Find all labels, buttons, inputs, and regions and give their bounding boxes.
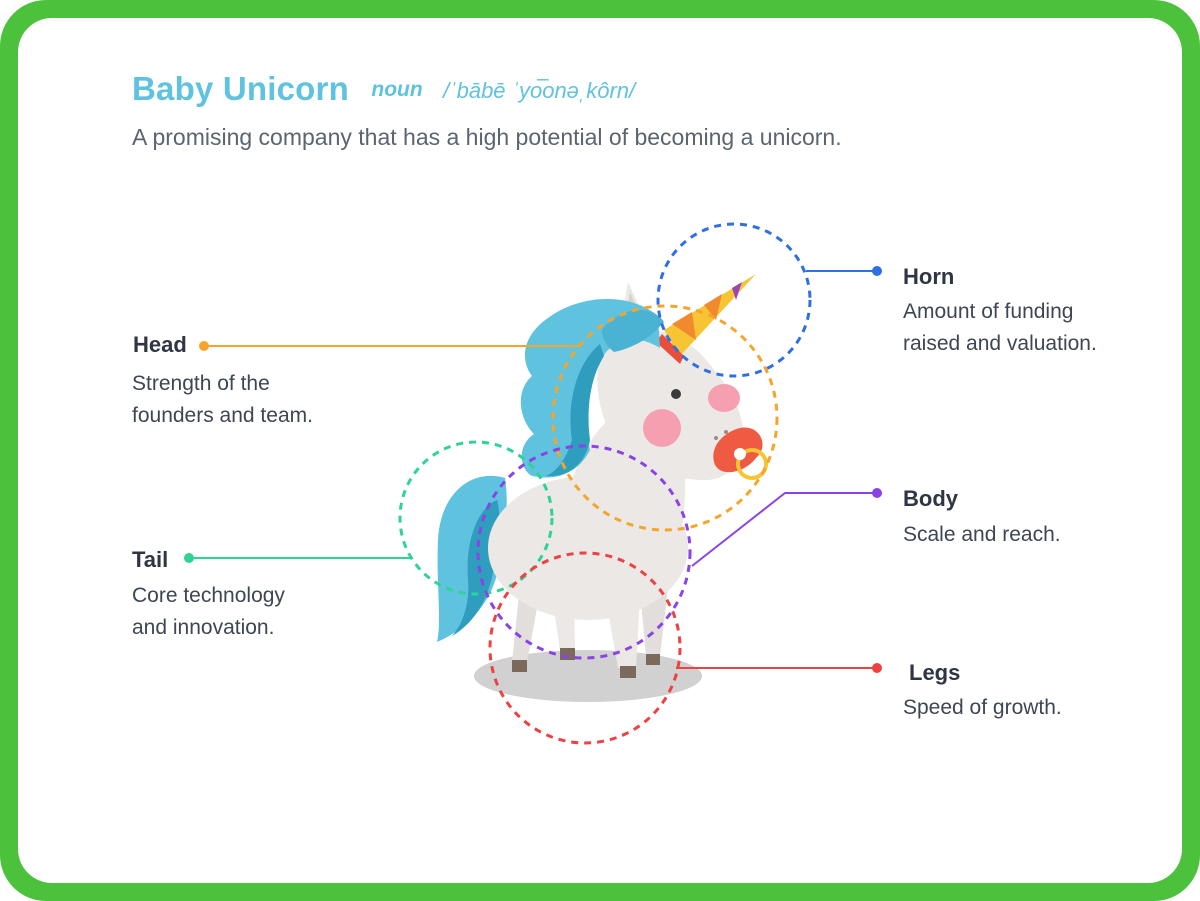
horn-circle bbox=[656, 222, 812, 378]
mane-shade bbox=[546, 344, 604, 477]
body-leader bbox=[691, 492, 876, 567]
horn-desc-line1: Amount of funding bbox=[903, 300, 1074, 323]
body-circle bbox=[476, 444, 692, 660]
legs-dot bbox=[872, 663, 882, 673]
body-dot bbox=[872, 488, 882, 498]
unicorn-illustration bbox=[437, 274, 768, 678]
nostril bbox=[724, 430, 728, 434]
horn-desc-line2: raised and valuation. bbox=[903, 332, 1097, 355]
head-label: Head bbox=[133, 332, 187, 357]
title-row: Baby Unicorn noun /ˈbābē ˈyo͞onəˌkôrn/ bbox=[132, 70, 635, 108]
horn-stripe bbox=[732, 282, 742, 300]
hoof bbox=[646, 654, 660, 665]
legs-circle bbox=[488, 551, 682, 745]
ground-shadow bbox=[474, 650, 702, 702]
horn-stripe bbox=[672, 312, 696, 340]
tail-desc-line2: and innovation. bbox=[132, 616, 275, 639]
head-dot bbox=[199, 341, 209, 351]
horn-dot bbox=[872, 266, 882, 276]
nostril bbox=[714, 436, 718, 440]
body-desc: Scale and reach. bbox=[903, 523, 1061, 546]
tail-dot bbox=[184, 553, 194, 563]
term-title: Baby Unicorn bbox=[132, 70, 349, 107]
body-label: Body bbox=[903, 486, 958, 511]
horn-band bbox=[656, 334, 684, 364]
forelock bbox=[602, 310, 664, 352]
unicorn-head bbox=[597, 328, 744, 481]
tail-shade bbox=[452, 500, 500, 636]
snout-blush bbox=[708, 384, 740, 412]
tail-circle bbox=[398, 440, 554, 596]
eye bbox=[671, 389, 681, 399]
horn-label: Horn bbox=[903, 264, 955, 289]
hoof bbox=[512, 660, 527, 672]
head-circle bbox=[551, 304, 779, 532]
cheek bbox=[643, 409, 681, 447]
hoof bbox=[620, 666, 636, 678]
pacifier-button bbox=[734, 448, 746, 460]
tail-desc-line1: Core technology bbox=[132, 584, 285, 607]
legs-label: Legs bbox=[909, 660, 961, 685]
pacifier-ring bbox=[736, 448, 768, 480]
legs-desc: Speed of growth. bbox=[903, 696, 1062, 719]
pronunciation: /ˈbābē ˈyo͞onəˌkôrn/ bbox=[443, 78, 636, 103]
part-of-speech: noun bbox=[371, 78, 423, 101]
horn-stripe bbox=[704, 294, 722, 320]
head-desc-line2: founders and team. bbox=[132, 404, 313, 427]
head-desc-line1: Strength of the bbox=[132, 372, 270, 395]
definition-text: A promising company that has a high pote… bbox=[132, 124, 842, 150]
tail-label: Tail bbox=[132, 547, 169, 572]
